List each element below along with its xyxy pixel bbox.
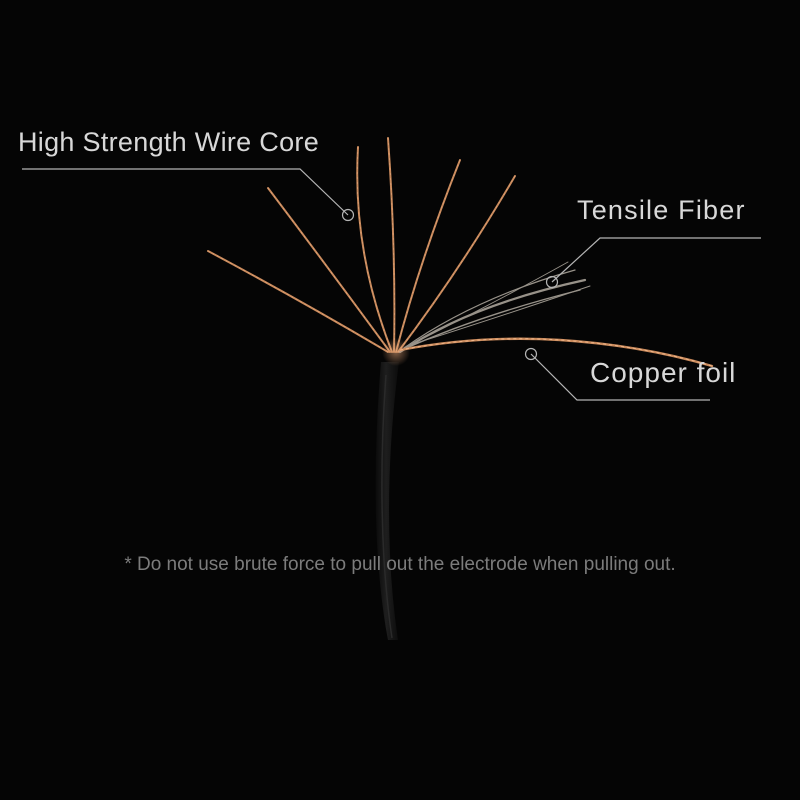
wire-strand — [267, 187, 391, 353]
tensile-fiber-bundle — [398, 261, 591, 354]
cable-sheath — [375, 362, 399, 640]
wire-strand — [387, 137, 396, 353]
leader-dot-wire-core — [341, 208, 355, 222]
leader-line-copper-foil — [530, 353, 710, 401]
leader-line-wire-core — [22, 168, 349, 216]
wire-strand-twist — [395, 159, 461, 353]
fiber-strand — [398, 278, 587, 354]
copper-foil-label: Copper foil — [590, 357, 737, 388]
junction-glow — [382, 338, 410, 366]
fiber-strand — [419, 261, 569, 341]
fiber-strand — [409, 285, 591, 346]
copper-foil-twist — [399, 338, 713, 367]
leader-dot-tensile-fiber — [545, 275, 559, 289]
warning-note: * Do not use brute force to pull out the… — [124, 554, 676, 575]
tensile-fiber-label: Tensile Fiber — [577, 195, 746, 225]
leader-line-tensile-fiber — [551, 237, 761, 283]
leader-dot-copper-foil — [524, 347, 538, 361]
wire-strand-twist — [397, 175, 516, 353]
cable-highlight — [381, 374, 393, 639]
leader-lines — [22, 168, 761, 401]
wire-core-strands-twist — [207, 137, 516, 353]
wire-strand-twist — [207, 250, 389, 353]
wire-core-label: High Strength Wire Core — [18, 127, 320, 157]
wire-strand-twist — [356, 146, 393, 353]
